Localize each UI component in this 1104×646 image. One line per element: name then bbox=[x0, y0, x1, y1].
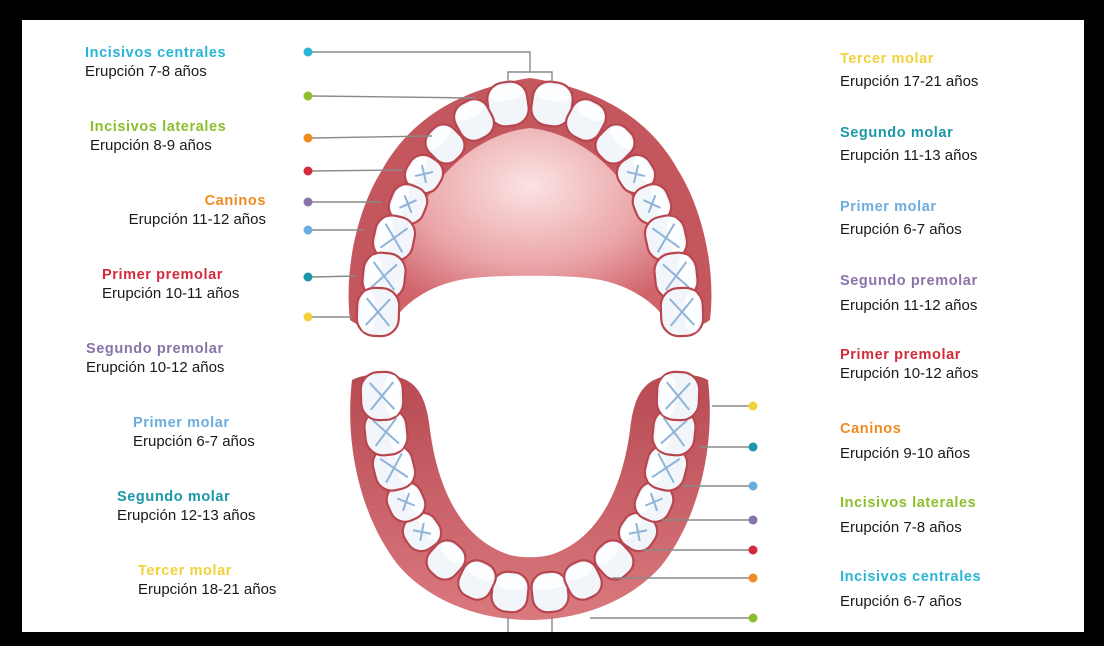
label-upper-first-premolar: Primer premolar Erupción 10-11 años bbox=[102, 266, 239, 304]
color-dot bbox=[304, 134, 313, 143]
label-name: Caninos bbox=[90, 192, 266, 210]
tooth bbox=[660, 287, 704, 336]
label-eruption: Erupción 11-13 años bbox=[840, 146, 977, 166]
label-eruption: Erupción 11-12 años bbox=[840, 296, 978, 316]
label-name: Segundo premolar bbox=[840, 272, 978, 290]
label-name: Caninos bbox=[840, 420, 970, 438]
label-upper-lateral-incisors: Incisivos laterales Erupción 8-9 años bbox=[90, 118, 226, 156]
label-name: Incisivos laterales bbox=[90, 118, 226, 136]
label-lower-third-molar: Tercer molar Erupción 17-21 años bbox=[840, 50, 978, 92]
label-eruption: Erupción 6-7 años bbox=[840, 220, 962, 240]
label-upper-third-molar: Tercer molar Erupción 18-21 años bbox=[138, 562, 276, 600]
label-eruption: Erupción 7-8 años bbox=[85, 62, 226, 82]
leader-line bbox=[312, 52, 530, 82]
diagram-panel: Incisivos centrales Erupción 7-8 años In… bbox=[22, 20, 1084, 632]
color-dot bbox=[749, 443, 758, 452]
color-dot bbox=[749, 574, 758, 583]
label-name: Primer premolar bbox=[840, 346, 978, 364]
label-lower-central-incisors: Incisivos centrales Erupción 6-7 años bbox=[840, 568, 981, 612]
label-eruption: Erupción 18-21 años bbox=[138, 580, 276, 600]
label-lower-canines: Caninos Erupción 9-10 años bbox=[840, 420, 970, 464]
color-dot bbox=[304, 226, 313, 235]
label-eruption: Erupción 7-8 años bbox=[840, 518, 976, 538]
label-name: Incisivos centrales bbox=[840, 568, 981, 586]
label-name: Segundo molar bbox=[840, 124, 977, 142]
label-upper-first-molar: Primer molar Erupción 6-7 años bbox=[133, 414, 255, 452]
color-dot bbox=[749, 402, 758, 411]
label-lower-first-molar: Primer molar Erupción 6-7 años bbox=[840, 198, 962, 240]
lower-arch bbox=[350, 371, 710, 620]
label-lower-first-premolar: Primer premolar Erupción 10-12 años bbox=[840, 346, 978, 384]
color-dot bbox=[304, 167, 313, 176]
label-eruption: Erupción 9-10 años bbox=[840, 444, 970, 464]
label-name: Primer molar bbox=[133, 414, 255, 432]
color-dot bbox=[749, 614, 758, 623]
label-eruption: Erupción 10-11 años bbox=[102, 284, 239, 304]
tooth-highlight bbox=[685, 290, 701, 332]
tooth bbox=[656, 371, 700, 420]
label-upper-second-molar: Segundo molar Erupción 12-13 años bbox=[117, 488, 255, 526]
label-lower-second-molar: Segundo molar Erupción 11-13 años bbox=[840, 124, 977, 166]
color-dot bbox=[304, 92, 313, 101]
label-upper-central-incisors: Incisivos centrales Erupción 7-8 años bbox=[85, 44, 226, 82]
label-eruption: Erupción 12-13 años bbox=[117, 506, 255, 526]
tooth bbox=[356, 287, 400, 336]
leader-line bbox=[312, 96, 476, 98]
color-dot bbox=[304, 273, 313, 282]
leader-line bbox=[312, 170, 402, 171]
label-eruption: Erupción 10-12 años bbox=[840, 364, 978, 384]
color-dot bbox=[304, 313, 313, 322]
label-eruption: Erupción 8-9 años bbox=[90, 136, 226, 156]
label-eruption: Erupción 17-21 años bbox=[840, 72, 978, 92]
tooth-highlight bbox=[659, 374, 675, 416]
label-name: Segundo premolar bbox=[86, 340, 224, 358]
dental-arches-diagram bbox=[22, 20, 1084, 632]
tooth-highlight bbox=[359, 290, 375, 332]
label-upper-canines: Caninos Erupción 11-12 años bbox=[90, 192, 266, 230]
label-eruption: Erupción 6-7 años bbox=[133, 432, 255, 452]
label-lower-lateral-incisors: Incisivos laterales Erupción 7-8 años bbox=[840, 494, 976, 538]
label-upper-second-premolar: Segundo premolar Erupción 10-12 años bbox=[86, 340, 224, 378]
color-dot bbox=[304, 198, 313, 207]
upper-arch bbox=[349, 78, 712, 337]
label-eruption: Erupción 10-12 años bbox=[86, 358, 224, 378]
label-name: Segundo molar bbox=[117, 488, 255, 506]
label-eruption: Erupción 11-12 años bbox=[90, 210, 266, 230]
label-lower-second-premolar: Segundo premolar Erupción 11-12 años bbox=[840, 272, 978, 316]
color-dot bbox=[749, 482, 758, 491]
color-dot bbox=[749, 516, 758, 525]
label-name: Primer molar bbox=[840, 198, 962, 216]
color-dot bbox=[749, 546, 758, 555]
label-name: Tercer molar bbox=[138, 562, 276, 580]
label-eruption: Erupción 6-7 años bbox=[840, 592, 981, 612]
label-name: Incisivos laterales bbox=[840, 494, 976, 512]
tooth-highlight bbox=[385, 374, 401, 416]
leader-line bbox=[312, 276, 357, 277]
label-name: Tercer molar bbox=[840, 50, 978, 68]
label-name: Primer premolar bbox=[102, 266, 239, 284]
label-name: Incisivos centrales bbox=[85, 44, 226, 62]
tooth bbox=[360, 371, 404, 420]
color-dot bbox=[304, 48, 313, 57]
